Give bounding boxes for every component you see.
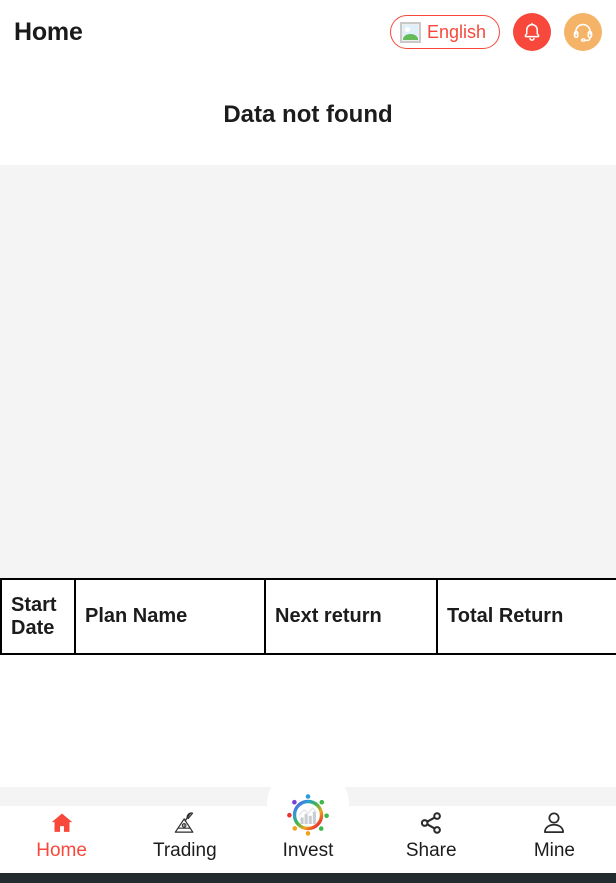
plans-table-container: Start Date Plan Name Next return Total R… (0, 578, 616, 655)
notification-button[interactable] (513, 13, 551, 51)
nav-label-mine: Mine (533, 840, 575, 861)
empty-state-message: Data not found (223, 100, 393, 128)
nav-item-home[interactable]: Home (0, 806, 123, 862)
home-icon (48, 808, 76, 838)
share-icon (417, 808, 445, 838)
user-icon (540, 808, 568, 838)
language-selector[interactable]: English (389, 15, 500, 49)
bottom-navigation: Home Trading (0, 764, 616, 873)
table-header-row: Start Date Plan Name Next return Total R… (0, 578, 616, 655)
customer-support-button[interactable] (564, 13, 602, 51)
nav-label-trading: Trading (152, 840, 217, 861)
image-placeholder-icon (399, 21, 421, 43)
headset-icon (573, 23, 593, 42)
nav-item-invest[interactable]: Invest (246, 764, 369, 862)
nav-item-share[interactable]: Share (370, 806, 493, 862)
nav-label-home: Home (36, 840, 87, 861)
content-placeholder-panel (0, 165, 616, 578)
invest-ring-icon (280, 790, 336, 838)
language-label: English (426, 22, 486, 42)
plans-table: Start Date Plan Name Next return Total R… (0, 578, 616, 655)
nav-label-invest: Invest (282, 840, 334, 861)
nav-label-share: Share (405, 840, 457, 861)
nav-item-mine[interactable]: Mine (493, 806, 616, 862)
column-header-next-return[interactable]: Next return (264, 578, 438, 655)
page-title: Home (14, 17, 83, 46)
nav-item-trading[interactable]: Trading (123, 806, 246, 862)
system-bottom-bar (0, 873, 616, 883)
mining-icon (170, 808, 200, 838)
app-header: Home English (0, 0, 616, 64)
bell-icon (524, 22, 540, 41)
empty-state: Data not found (0, 64, 616, 165)
column-header-plan-name[interactable]: Plan Name (74, 578, 266, 655)
column-header-start-date[interactable]: Start Date (0, 578, 76, 655)
column-header-total-return[interactable]: Total Return (436, 578, 616, 655)
header-actions: English (389, 13, 602, 51)
